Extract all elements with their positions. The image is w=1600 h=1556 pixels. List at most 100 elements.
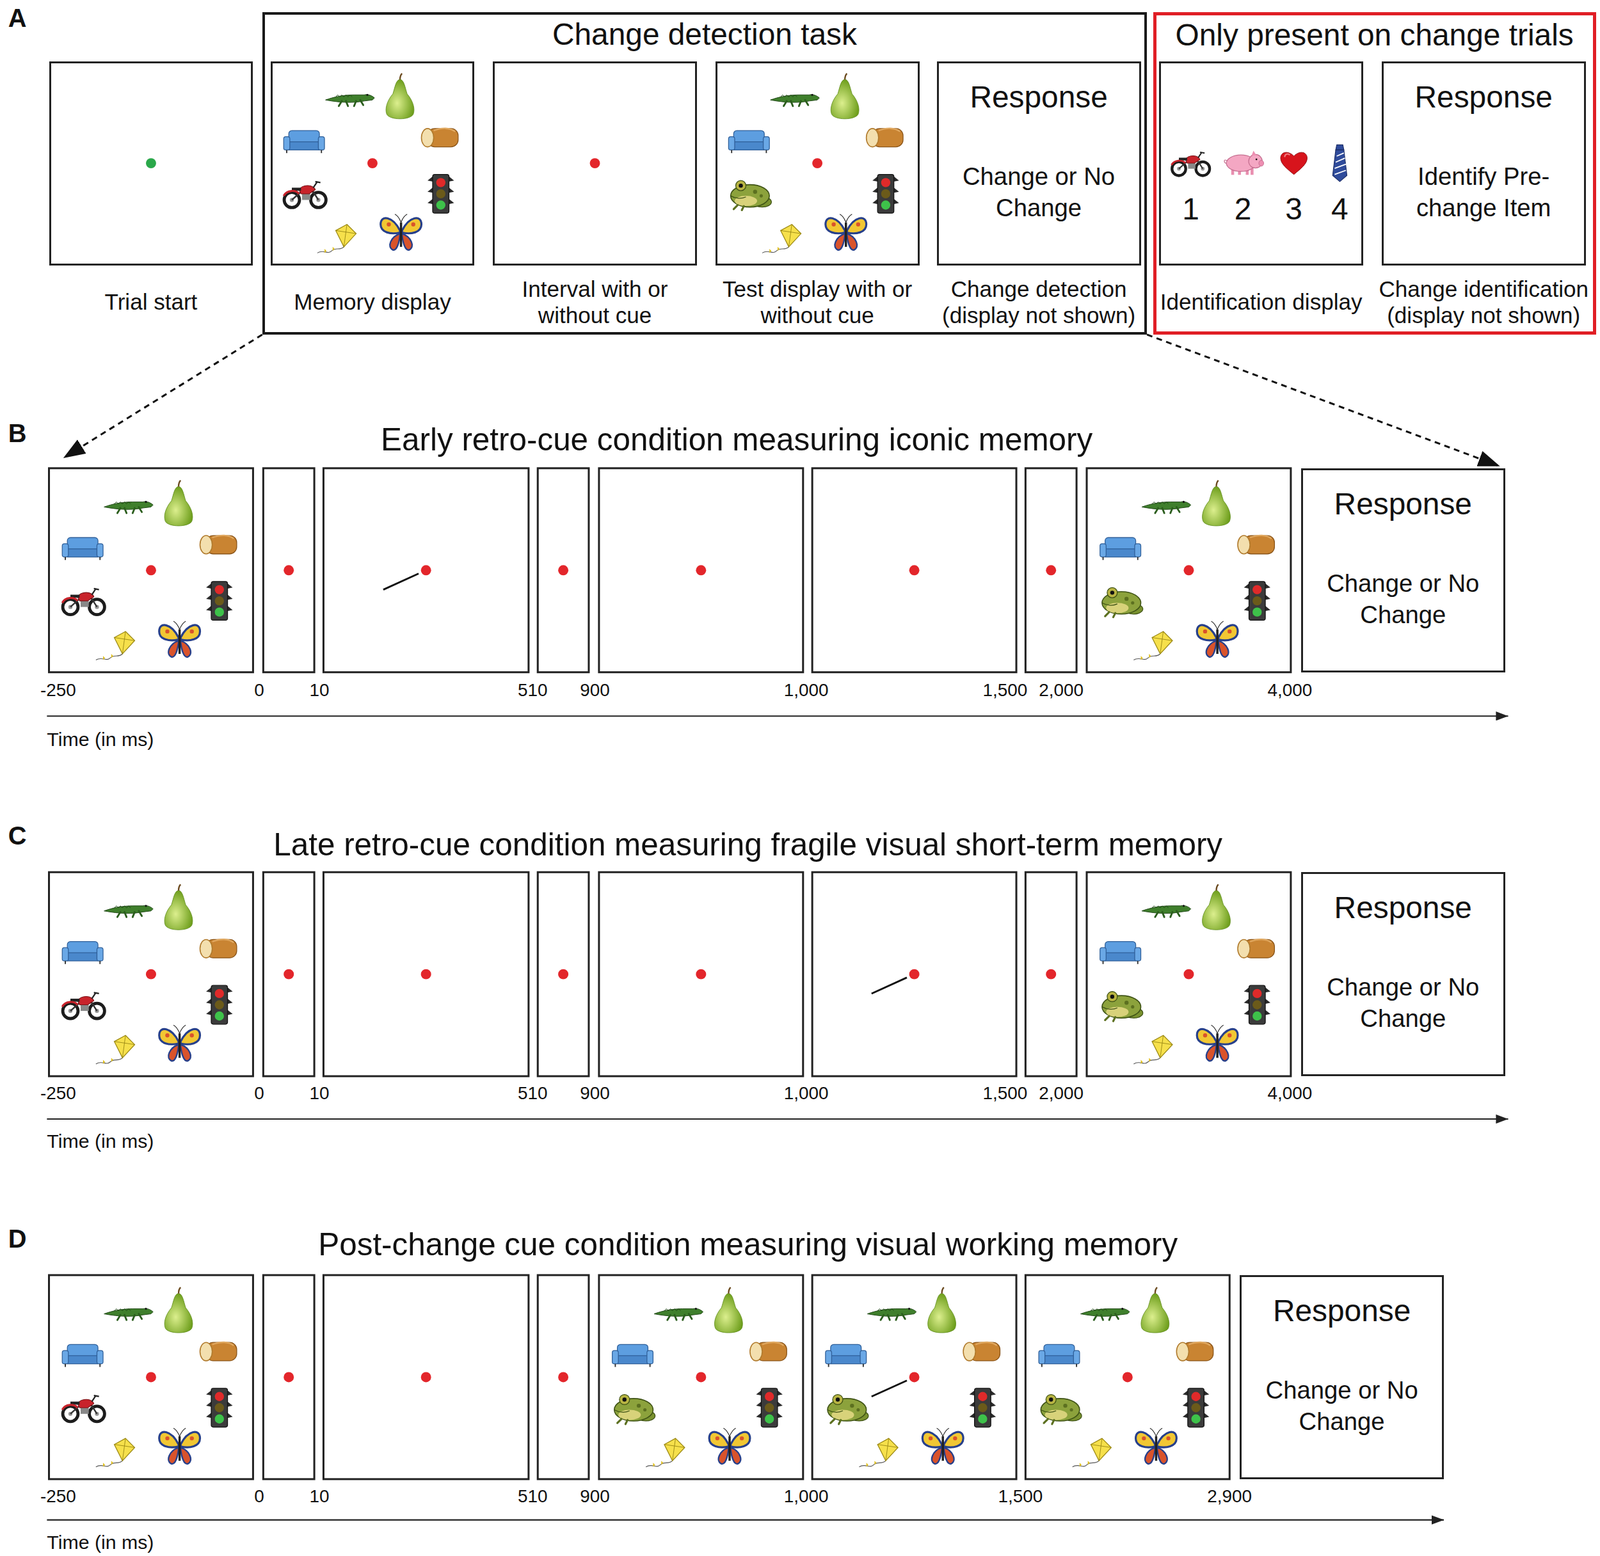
panel-letter: C (8, 821, 27, 852)
illustration-part (922, 1432, 942, 1448)
illustration-part (215, 1415, 224, 1424)
illustration-part (173, 1428, 186, 1437)
time-axis (46, 1520, 1444, 1522)
croc-icon (1141, 501, 1192, 514)
illustration-part (1196, 1029, 1216, 1045)
illustration-part (394, 214, 408, 223)
illustration-part (846, 218, 866, 251)
illustration-part (159, 1432, 179, 1465)
fixation-dot (145, 565, 157, 576)
illustration-part (215, 1000, 224, 1010)
pear-icon (164, 1287, 193, 1334)
panel-title: Post-change cue condition measuring visu… (318, 1226, 1178, 1264)
frame-caption: Interval with or without cue (484, 275, 705, 329)
illustration-part (652, 1461, 664, 1468)
illustration-part (1198, 152, 1205, 159)
illustration-part (1203, 629, 1208, 634)
illustration-part (178, 884, 181, 891)
illustration-part (1218, 1045, 1229, 1062)
illustration-part (1100, 947, 1107, 962)
illustration-part (1107, 587, 1118, 598)
illustration-part (400, 73, 402, 80)
kite-icon (96, 631, 136, 661)
display-frame (537, 872, 589, 1077)
couch-icon (62, 537, 104, 560)
illustration-part (91, 1395, 99, 1403)
illustration-part (96, 947, 104, 962)
illustration-part (975, 1342, 997, 1346)
response-heading: Response (1303, 889, 1504, 927)
croc-icon (1080, 1308, 1130, 1321)
illustration-part (1182, 501, 1185, 504)
illustration-part (783, 99, 808, 107)
pear-icon (714, 1287, 743, 1334)
illustration-part (1218, 625, 1238, 658)
illustration-part (80, 1004, 89, 1012)
time-tick: 0 (254, 680, 265, 701)
response-text: Change or No Change (944, 144, 1133, 240)
illustration-part (200, 939, 213, 959)
retro-cue-line (871, 977, 907, 994)
illustration-part (1103, 961, 1138, 965)
illustration-part (144, 904, 147, 907)
illustration-part (1196, 625, 1216, 641)
illustration-part (159, 625, 179, 641)
butterfly-icon (159, 621, 201, 658)
display-frame (323, 1275, 528, 1480)
couch-icon (612, 1344, 654, 1368)
illustration-part (881, 200, 891, 210)
illustration-part (1258, 160, 1264, 167)
illustration-part (728, 136, 735, 151)
illustration-part (1203, 1033, 1208, 1038)
illustration-part (380, 218, 400, 234)
illustration-part (846, 233, 857, 251)
time-tick: 2,000 (1038, 1083, 1084, 1104)
display-frame (49, 1275, 254, 1480)
croc-icon (1141, 904, 1192, 918)
illustration-part (336, 224, 357, 248)
illustration-part (180, 1432, 200, 1448)
illustration-part (832, 1395, 843, 1406)
display-frame (49, 468, 254, 673)
time-tick: 4,000 (1267, 680, 1312, 701)
illustration-part (877, 1438, 898, 1462)
illustration-part (750, 1342, 763, 1362)
illustration-part (1090, 1438, 1112, 1462)
frame-caption: Change detection (display not shown) (928, 275, 1149, 329)
traffic-icon (206, 1388, 233, 1428)
illustration-part (62, 1351, 69, 1365)
illustration-part (1196, 625, 1216, 658)
illustration-part (286, 142, 322, 151)
illustration-part (877, 174, 895, 214)
axis-label: Time (in ms) (46, 1531, 154, 1554)
frog-icon (614, 1395, 656, 1425)
illustration-part (178, 480, 181, 488)
illustration-part (1188, 1342, 1210, 1346)
illustration-part (825, 218, 845, 251)
illustration-part (730, 195, 747, 199)
fixation-dot (558, 969, 569, 980)
illustration-part (62, 947, 69, 962)
illustration-part (65, 549, 100, 558)
illustration-part (1090, 1438, 1112, 1462)
heart-icon (1280, 152, 1307, 175)
kite-icon (858, 1438, 898, 1468)
illustration-part (1070, 1408, 1074, 1412)
moto-icon (62, 588, 105, 616)
fixation-dot (695, 969, 706, 980)
illustration-part (730, 1447, 742, 1465)
illustration-part (825, 218, 845, 234)
display-frame (812, 468, 1017, 673)
illustration-part (114, 1035, 136, 1058)
illustration-part (1063, 1404, 1067, 1408)
croc-icon (770, 94, 820, 107)
kite-icon (1133, 631, 1173, 661)
illustration-part (114, 501, 132, 504)
panel-letter: B (8, 419, 27, 449)
illustration-part (114, 1035, 136, 1058)
illustration-part (835, 1397, 840, 1402)
kite-icon (1072, 1438, 1112, 1468)
illustration-part (1218, 1029, 1238, 1045)
illustration-part (769, 247, 780, 254)
illustration-part (764, 1392, 774, 1402)
